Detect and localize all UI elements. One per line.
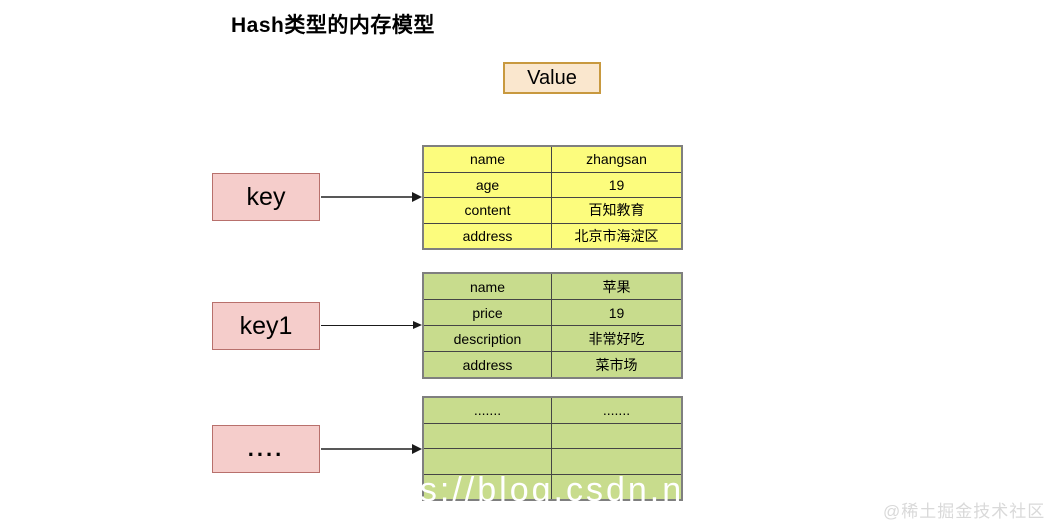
field-value-cell: 19 <box>551 172 681 197</box>
table-row <box>424 448 681 474</box>
table-row: .............. <box>424 398 681 423</box>
field-value-cell: 百知教育 <box>551 198 681 223</box>
key1-label: key1 <box>239 311 293 340</box>
key1-box: key1 <box>212 302 320 350</box>
arrow-head-icon <box>412 444 422 454</box>
field-value-cell: 非常好吃 <box>551 326 681 351</box>
field-name-cell: address <box>462 356 513 373</box>
hash-table-key: name zhangsan age 19 content 百知教育 address 北京市海淀… <box>422 145 683 250</box>
table-row: name zhangsan <box>424 147 681 172</box>
field-name-cell: price <box>472 304 503 321</box>
attribution-badge: @稀土掘金技术社区 <box>883 502 1046 521</box>
field-name-cell: name <box>469 278 506 295</box>
field-value-cell: 苹果 <box>551 274 681 299</box>
field-value-cell <box>551 474 681 499</box>
watermark-url: ps://blog.csdn.n <box>398 471 685 509</box>
arrow-head-icon <box>413 321 422 329</box>
more-keys-box: .... <box>212 425 320 473</box>
field-value-cell: zhangsan <box>551 147 681 172</box>
table-row: description 非常好吃 <box>424 325 681 351</box>
table-row: address 菜市场 <box>424 351 681 377</box>
field-name-cell: ....... <box>473 402 502 419</box>
field-name-cell: age <box>475 176 500 193</box>
key-label: key <box>246 182 286 211</box>
more-keys-label: .... <box>247 436 285 461</box>
field-name-cell: description <box>453 330 522 347</box>
field-name-cell: name <box>469 151 506 168</box>
hash-table-more: .............. <box>422 396 683 501</box>
field-name-cell: address <box>462 227 513 244</box>
arrow-head-icon <box>412 192 422 202</box>
value-label-box: Value <box>503 62 601 94</box>
diagram-title: Hash类型的内存模型 <box>231 14 435 37</box>
table-row: name 苹果 <box>424 274 681 299</box>
field-value-cell: 北京市海淀区 <box>551 223 681 248</box>
table-row <box>424 422 681 449</box>
field-value-cell: ....... <box>551 398 681 423</box>
arrow-line <box>321 448 413 450</box>
field-name-cell <box>424 449 551 474</box>
field-value-cell: 菜市场 <box>551 352 681 377</box>
table-row: content 百知教育 <box>424 197 681 223</box>
field-value-cell <box>551 423 681 448</box>
field-name-cell <box>424 424 551 449</box>
field-value-cell <box>551 449 681 474</box>
table-row <box>424 473 681 499</box>
key-box: key <box>212 173 320 221</box>
field-name-cell: content <box>464 202 511 219</box>
arrow-line <box>321 196 413 198</box>
table-row: address 北京市海淀区 <box>424 222 681 248</box>
arrow-line <box>321 324 413 326</box>
field-value-cell: 19 <box>551 300 681 325</box>
table-row: price 19 <box>424 299 681 325</box>
table-row: age 19 <box>424 171 681 197</box>
hash-table-key1: name 苹果 price 19 description 非常好吃 address 菜市场 <box>422 272 683 379</box>
value-label: Value <box>527 66 577 89</box>
